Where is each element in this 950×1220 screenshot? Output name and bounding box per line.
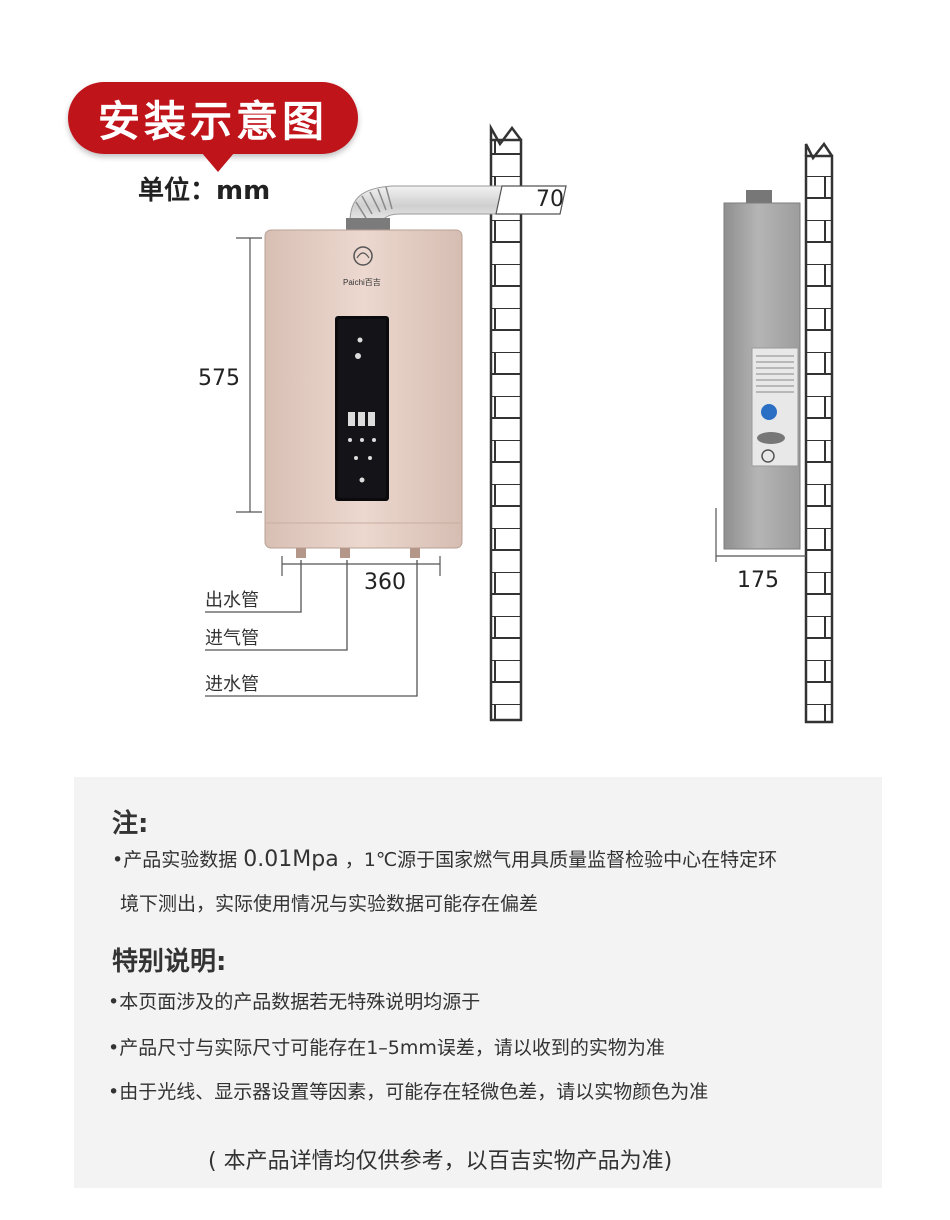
special-heading: 特别说明: xyxy=(112,947,227,977)
notes-footer: ( 本产品详情均仅供参考，以百吉实物产品为准) xyxy=(208,1149,673,1174)
water-heater-front xyxy=(264,229,463,558)
pipe-label-outlet: 出水管 xyxy=(205,590,259,611)
top-clearance-box xyxy=(495,185,567,215)
notes-panel: 注: •产品实验数据 0.01Mpa ，1℃源于国家燃气用具质量监督检验中心在特… xyxy=(74,777,882,1188)
special-item: •本页面涉及的产品数据若无特殊说明均源于 xyxy=(108,991,481,1013)
height-dimension-line xyxy=(236,237,262,513)
depth-dimension-line xyxy=(715,508,806,562)
water-heater-side xyxy=(723,190,801,550)
notes-line-1-prefix: •产品实验数据 xyxy=(112,849,238,871)
wall-left xyxy=(489,123,523,722)
page-title: 安装示意图 xyxy=(97,96,328,146)
notes-line-1: •产品实验数据 0.01Mpa ，1℃源于国家燃气用具质量监督检验中心在特定环 xyxy=(112,845,777,872)
notes-heading: 注: xyxy=(112,809,149,839)
dimension-depth: 175 xyxy=(737,568,779,593)
pipe-label-inlet: 进水管 xyxy=(205,674,259,695)
notes-line-1-value: 0.01Mpa xyxy=(243,847,339,872)
special-item: •由于光线、显示器设置等因素，可能存在轻微色差，请以实物颜色为准 xyxy=(108,1081,709,1103)
special-item: •产品尺寸与实际尺寸可能存在1–5mm误差，请以收到的实物为准 xyxy=(108,1037,665,1059)
notes-line-2: 境下测出，实际使用情况与实验数据可能存在偏差 xyxy=(120,893,539,915)
unit-label: 单位：mm xyxy=(138,176,271,206)
installation-diagram: Paichi百吉 xyxy=(205,123,834,724)
pipe-leader-lines xyxy=(205,560,418,697)
brand-logo-text: Paichi百吉 xyxy=(343,278,381,287)
dimension-top: 70 xyxy=(536,187,564,212)
wall-right xyxy=(804,141,834,724)
title-badge: 安装示意图 xyxy=(68,82,358,154)
pipe-label-gas: 进气管 xyxy=(205,628,259,649)
dimension-width: 360 xyxy=(364,570,406,595)
notes-line-1-suffix: ，1℃源于国家燃气用具质量监督检验中心在特定环 xyxy=(344,849,778,871)
dimension-height: 575 xyxy=(198,366,240,391)
title-badge-pointer xyxy=(196,146,240,172)
width-dimension-line xyxy=(281,556,441,576)
